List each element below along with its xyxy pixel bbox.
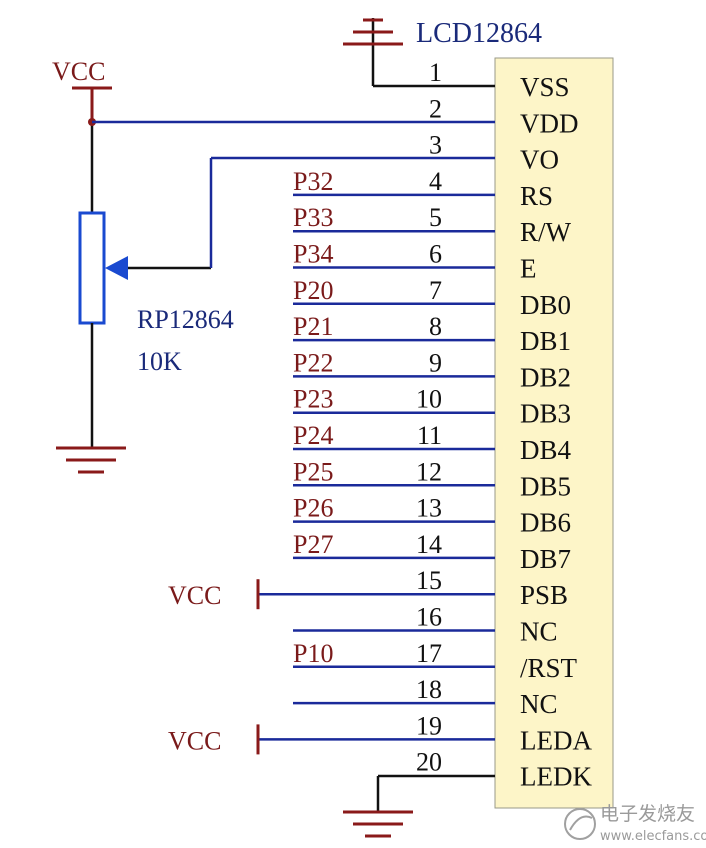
pin-label: RS: [520, 181, 553, 211]
pin-label: R/W: [520, 217, 572, 247]
net-label: P10: [293, 639, 333, 668]
pin-number: 18: [416, 675, 442, 704]
pin-label: /RST: [520, 653, 578, 683]
watermark-line2: www.elecfans.com: [600, 829, 706, 844]
pin-label: NC: [520, 689, 558, 719]
net-label: P24: [293, 421, 333, 450]
pin-number: 16: [416, 603, 442, 632]
pot-vcc-label: VCC: [52, 57, 105, 86]
net-label: P32: [293, 167, 333, 196]
pot-reference-label: RP12864: [137, 305, 234, 334]
pin-number: 9: [429, 348, 442, 377]
pin-label: DB7: [520, 544, 571, 574]
watermark: 电子发烧友 www.elecfans.com: [564, 803, 706, 844]
lcd-component-body: [494, 57, 614, 809]
pin-label: DB0: [520, 290, 571, 320]
pot-value-label: 10K: [137, 347, 182, 376]
pin-number: 7: [429, 276, 442, 305]
pin-label: PSB: [520, 580, 568, 610]
pin-label: NC: [520, 617, 558, 647]
pin-number: 13: [416, 494, 442, 523]
pin-number: 15: [416, 566, 442, 595]
pin-number: 8: [429, 312, 442, 341]
pin-label: DB2: [520, 362, 571, 392]
pin-label: DB1: [520, 326, 571, 356]
net-label: P22: [293, 348, 333, 377]
pin-label: DB6: [520, 508, 571, 538]
net-label: P27: [293, 530, 333, 559]
pin-number: 12: [416, 457, 442, 486]
pin-label: LEDA: [520, 725, 592, 755]
net-label: P20: [293, 276, 333, 305]
pin-number: 20: [416, 748, 442, 777]
pin-label: VSS: [520, 72, 570, 102]
pin-number: 17: [416, 639, 442, 668]
pin-number: 5: [429, 203, 442, 232]
pin-label: DB5: [520, 471, 571, 501]
net-label: P25: [293, 457, 333, 486]
pin-label: VDD: [520, 108, 579, 138]
net-label: P21: [293, 312, 333, 341]
net-label: P23: [293, 385, 333, 414]
lcd-component-name: LCD12864: [416, 18, 542, 49]
net-label: P26: [293, 494, 333, 523]
pin-number: 19: [416, 711, 442, 740]
top-ground-symbol: [343, 18, 403, 86]
pin-number: 10: [416, 385, 442, 414]
net-label-vcc: VCC: [168, 581, 221, 610]
pin-rows: 1 VSS 2 VDD 3 VO 4 RS P32 5 R/W P33 6 E P34 7 DB0 P20 8 DB1…: [168, 58, 592, 792]
pin-number: 2: [429, 94, 442, 123]
pin-label: LEDK: [520, 762, 592, 792]
net-label: P33: [293, 203, 333, 232]
net-label-vcc: VCC: [168, 726, 221, 755]
pin-number: 14: [416, 530, 442, 559]
pin-number: 11: [417, 421, 442, 450]
pin-label: DB4: [520, 435, 572, 465]
pin-number: 6: [429, 240, 442, 269]
net-label: P34: [293, 240, 333, 269]
pin-label: DB3: [520, 399, 571, 429]
potentiometer-circuit: [56, 86, 495, 474]
pin-number: 4: [429, 167, 442, 196]
bottom-ground-symbol: [343, 774, 495, 838]
pin-label: E: [520, 254, 537, 284]
pin-label: VO: [520, 145, 559, 175]
pin-number: 1: [429, 58, 442, 87]
pin-number: 3: [429, 131, 442, 160]
watermark-line1: 电子发烧友: [600, 803, 695, 825]
